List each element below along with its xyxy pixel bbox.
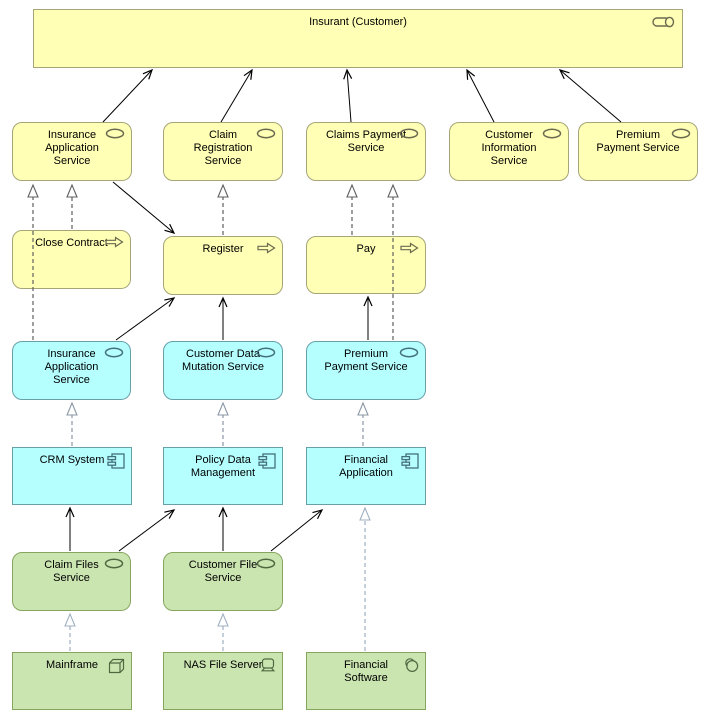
system-software-icon (405, 658, 419, 673)
business-service-icon (399, 128, 419, 139)
node-mainframe[interactable]: Mainframe (12, 652, 132, 710)
node-insurance-application-service-business[interactable]: Insurance Application Service (12, 122, 132, 181)
node-premium-payment-service-business[interactable]: Premium Payment Service (578, 122, 698, 181)
node-customer-file-service[interactable]: Customer File Service (163, 552, 283, 611)
node-label: CRM System (39, 454, 105, 466)
business-role-icon (652, 16, 675, 28)
node-claim-registration-service[interactable]: Claim Registration Service (163, 122, 283, 181)
connector-insapp-svc-to-insurant (102, 68, 154, 123)
node-label: Insurance Application Service (45, 129, 99, 167)
node-customer-data-mutation-service[interactable]: Customer Data Mutation Service (163, 341, 283, 400)
application-component-icon (258, 453, 276, 469)
connector-claimfiles-to-policydata (118, 509, 176, 552)
node-close-contract-process[interactable]: Close Contract (12, 230, 131, 289)
node-label: Insurant (Customer) (309, 16, 407, 28)
node-label: Claim Files Service (44, 559, 99, 584)
node-icon (108, 658, 125, 674)
connector-insapp-svc-to-register (112, 181, 176, 234)
application-service-icon (399, 347, 419, 358)
business-process-icon (105, 236, 124, 248)
business-service-icon (671, 128, 691, 139)
node-claim-files-service[interactable]: Claim Files Service (12, 552, 131, 611)
node-label: Policy Data Management (190, 454, 256, 479)
business-process-icon (257, 242, 276, 254)
connector-app-insapp-to-register (115, 297, 176, 341)
node-register-process[interactable]: Register (163, 236, 283, 295)
node-crm-system[interactable]: CRM System (12, 447, 132, 505)
business-service-icon (542, 128, 562, 139)
connector-prempay-svc-to-insurant (558, 69, 622, 123)
connector-claimreg-svc-to-insurant (220, 68, 253, 123)
application-service-icon (256, 347, 276, 358)
node-claims-payment-service[interactable]: Claims Payment Service (306, 122, 426, 181)
node-pay-process[interactable]: Pay (306, 236, 426, 294)
node-label: Claim Registration Service (193, 129, 253, 167)
node-insurant-customer[interactable]: Insurant (Customer) (33, 9, 683, 68)
business-service-icon (256, 128, 276, 139)
node-premium-payment-service-application[interactable]: Premium Payment Service (306, 341, 426, 400)
node-label: Customer File Service (188, 559, 258, 584)
node-label: NAS File Server (183, 659, 263, 671)
node-label: Customer Data Mutation Service (182, 348, 264, 373)
node-financial-software[interactable]: Financial Software (306, 652, 426, 710)
node-label: Financial Software (343, 659, 389, 684)
node-label: Customer Information Service (481, 129, 537, 167)
application-component-icon (401, 453, 419, 469)
node-label: Insurance Application Service (44, 348, 99, 386)
connector-custfile-to-finapp (270, 509, 324, 552)
technology-service-icon (104, 558, 124, 569)
node-label: Mainframe (46, 659, 98, 671)
node-label: Financial Application (339, 454, 393, 479)
technology-service-icon (256, 558, 276, 569)
business-service-icon (105, 128, 125, 139)
node-label: Close Contract (35, 237, 108, 249)
node-policy-data-management[interactable]: Policy Data Management (163, 447, 283, 505)
node-label: Premium Payment Service (596, 129, 680, 154)
device-icon (260, 658, 276, 672)
node-customer-information-service[interactable]: Customer Information Service (449, 122, 569, 181)
node-nas-file-server[interactable]: NAS File Server (163, 652, 283, 710)
connector-custinfo-svc-to-insurant (466, 68, 495, 123)
node-financial-application[interactable]: Financial Application (306, 447, 426, 505)
business-process-icon (400, 242, 419, 254)
node-label: Register (202, 243, 244, 255)
realization-connectors-application (66, 401, 369, 446)
node-label: Premium Payment Service (324, 348, 408, 373)
node-label: Pay (356, 243, 376, 255)
application-service-icon (104, 347, 124, 358)
connector-claimspay-svc-to-insurant (343, 68, 353, 123)
application-component-icon (107, 453, 125, 469)
node-label: Claims Payment Service (325, 129, 407, 154)
node-insurance-application-service-application[interactable]: Insurance Application Service (12, 341, 131, 400)
